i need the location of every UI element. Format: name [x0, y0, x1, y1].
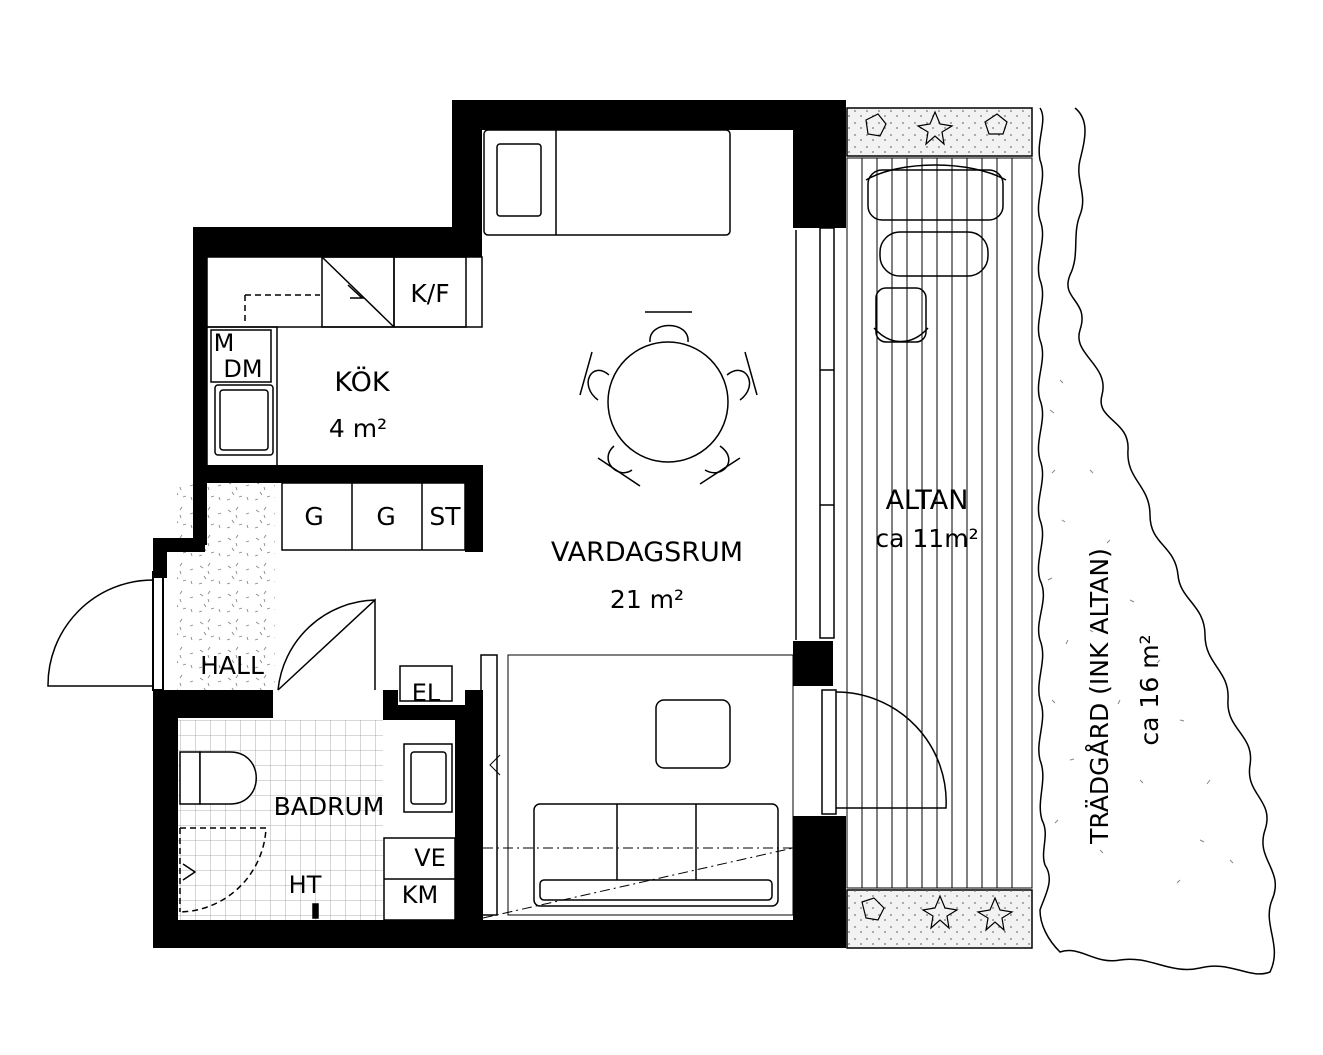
door-swings [47, 579, 947, 913]
garden-area: ca 16 m² [1135, 634, 1164, 745]
terrace-name: ALTAN [886, 485, 969, 516]
microwave-label: M [214, 329, 235, 357]
garden-grass-specks [1047, 379, 1234, 884]
planter-bottom [846, 889, 1033, 949]
terrace-deck [846, 157, 1033, 889]
living-area: 21 m² [610, 585, 684, 614]
storage-label: ST [429, 502, 461, 531]
kitchen-area: 4 m² [329, 414, 387, 443]
bathroom-name: BADRUM [274, 792, 385, 821]
coffee-table [655, 699, 731, 769]
dining-table [579, 311, 758, 487]
kitchen-name: KÖK [334, 366, 390, 398]
electrical-label: EL [412, 679, 441, 707]
storage-cabinets [281, 482, 466, 551]
bed [483, 129, 731, 236]
towel-heater-label: HT [289, 871, 322, 899]
hall-name: HALL [200, 651, 264, 680]
terrace-area: ca 11m² [875, 524, 978, 553]
garden-hedge-outline [1037, 107, 1277, 975]
washer-label: VE [414, 844, 446, 872]
terrace-furniture [865, 164, 1007, 343]
wardrobe-1-label: G [304, 502, 323, 531]
walls [152, 100, 846, 948]
kitchen-counter [206, 256, 483, 468]
bathroom-fixtures [179, 665, 456, 921]
garden-name: TRÄDGÅRD (INK ALTAN) [1085, 548, 1114, 845]
dryer-label: KM [402, 881, 438, 909]
rug-and-tv [482, 654, 794, 919]
dishwasher-label: DM [223, 355, 262, 383]
window-frames [480, 227, 837, 916]
living-name: VARDAGSRUM [551, 537, 743, 568]
wardrobe-2-label: G [376, 502, 395, 531]
planter-top [846, 107, 1033, 157]
sofa [533, 803, 779, 907]
fridge-freezer-label: K/F [410, 279, 449, 308]
